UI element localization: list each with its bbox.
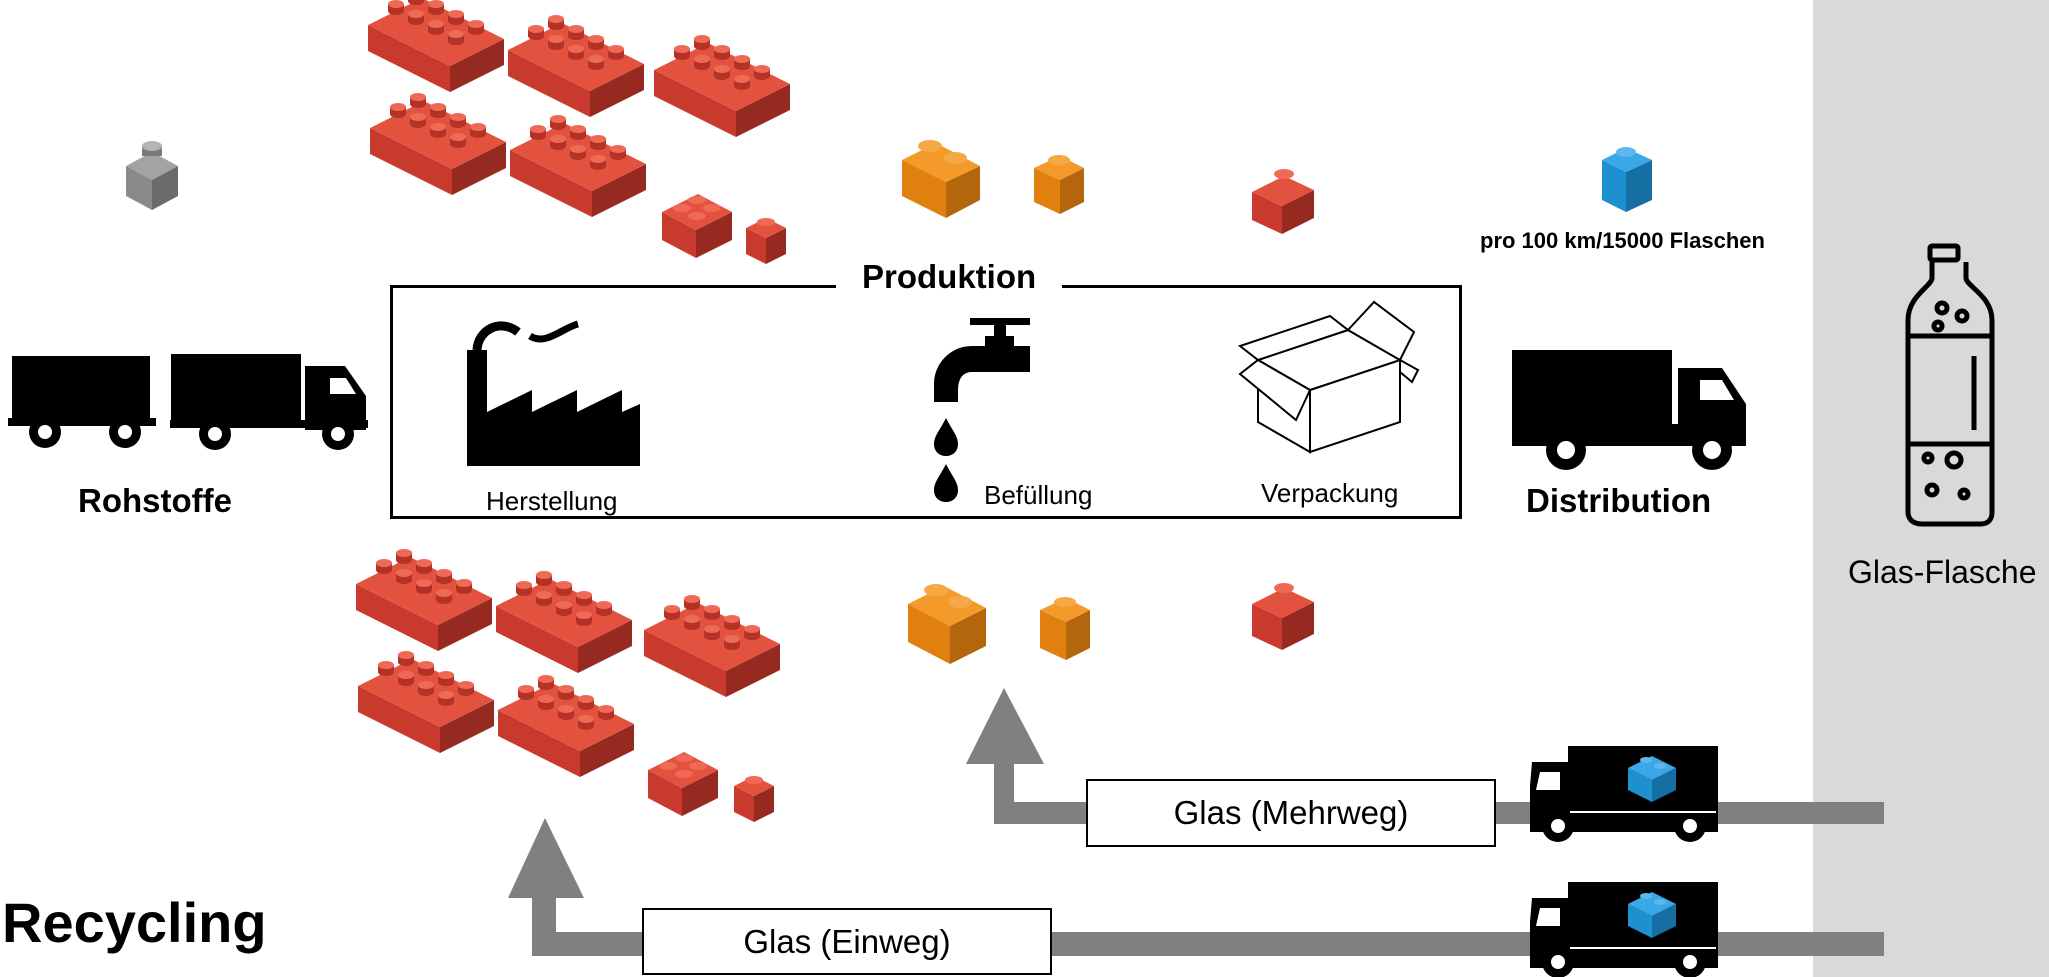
lego-brick-icon [1034,155,1084,214]
distribution-label: Distribution [1526,482,1712,519]
lego-brick-icon [746,218,786,264]
truck-icon [1512,350,1746,470]
distribution-note: pro 100 km/15000 Flaschen [1480,228,1765,253]
lego-brick-icon [1040,597,1090,660]
lego-brick-icon [368,0,504,92]
rohstoffe-label: Rohstoffe [78,482,232,519]
delivery-truck-icon [1530,882,1718,977]
delivery-truck-icon [1530,746,1718,842]
recycling-heading: Recycling [2,891,267,954]
lego-brick-icon [902,140,980,218]
water-tap-icon [934,318,1030,502]
lego-brick-icon [1602,147,1652,212]
lego-brick-icon [498,675,634,777]
glass-bottle-label: Glas-Flasche [1848,554,2037,590]
lego-brick-icon [496,571,632,673]
production-title: Produktion [836,258,1063,296]
lego-brick-icon [356,549,492,651]
lego-brick-icon [648,752,718,816]
herstellung-label: Herstellung [486,486,618,516]
lego-brick-icon [126,141,178,210]
lego-brick-icon [510,115,646,217]
befuellung-label: Befüllung [984,480,1093,510]
lego-brick-icon [644,595,780,697]
factory-icon [467,320,640,466]
lego-brick-icon [1252,583,1314,650]
glas-einweg-box: Glas (Einweg) [642,908,1052,975]
lego-brick-icon [1252,169,1314,234]
lego-brick-icon [734,776,774,822]
lego-brick-icon [358,651,494,753]
verpackung-label: Verpackung [1261,478,1399,508]
cardboard-box-icon [1237,300,1420,454]
lego-brick-icon [508,15,644,117]
glass-bottle-icon [1905,243,1995,527]
lego-brick-icon [370,93,506,195]
lego-brick-icon [908,584,986,664]
truck-trailer-icon [8,354,368,450]
lego-brick-icon [654,35,790,137]
lego-brick-icon [662,194,732,258]
glas-mehrweg-box: Glas (Mehrweg) [1086,779,1496,847]
